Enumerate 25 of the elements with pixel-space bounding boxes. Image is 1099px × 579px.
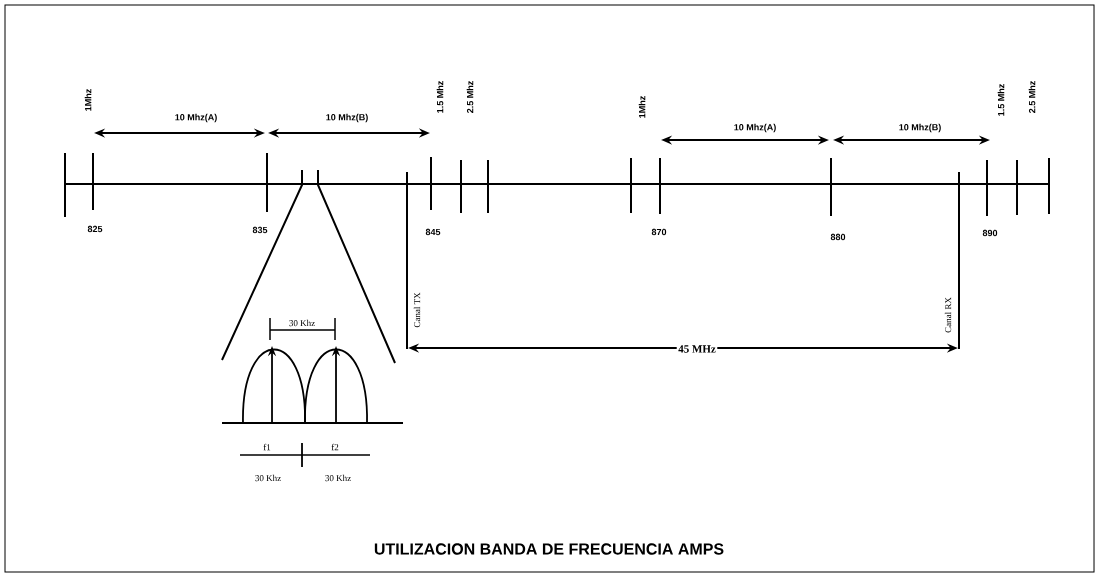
- band-label: 1.5 Mhz: [997, 84, 1005, 116]
- band-label: 2.5 Mhz: [466, 81, 474, 113]
- frequency-label: f1: [263, 443, 271, 451]
- frequency-label: 870: [651, 228, 667, 236]
- spacing-label: 30 Khz: [255, 474, 281, 482]
- band-label: 10 Mhz(A): [734, 123, 776, 133]
- band-label: 10 Mhz(B): [326, 113, 368, 123]
- frequency-label: 880: [830, 233, 846, 241]
- channel-label: Canal RX: [944, 297, 952, 333]
- frequency-label: f2: [331, 443, 339, 451]
- spacing-label: 30 Khz: [289, 319, 315, 327]
- band-label: 1Mhz: [638, 96, 646, 118]
- band-label: 1.5 Mhz: [436, 81, 444, 113]
- frequency-label: 890: [982, 229, 998, 237]
- frequency-label: 845: [425, 228, 441, 236]
- band-label: 2.5 Mhz: [1028, 81, 1036, 113]
- spacing-label: 30 Khz: [325, 474, 351, 482]
- spacing-label: 45 MHz: [676, 343, 718, 355]
- band-label: 10 Mhz(A): [175, 113, 217, 123]
- band-label: 1Mhz: [84, 89, 92, 111]
- channel-label: Canal TX: [413, 292, 421, 328]
- title: UTILIZACION BANDA DE FRECUENCIA AMPS: [374, 543, 724, 555]
- frequency-label: 825: [87, 225, 103, 233]
- band-label: 10 Mhz(B): [899, 123, 941, 133]
- frequency-label: 835: [252, 226, 268, 234]
